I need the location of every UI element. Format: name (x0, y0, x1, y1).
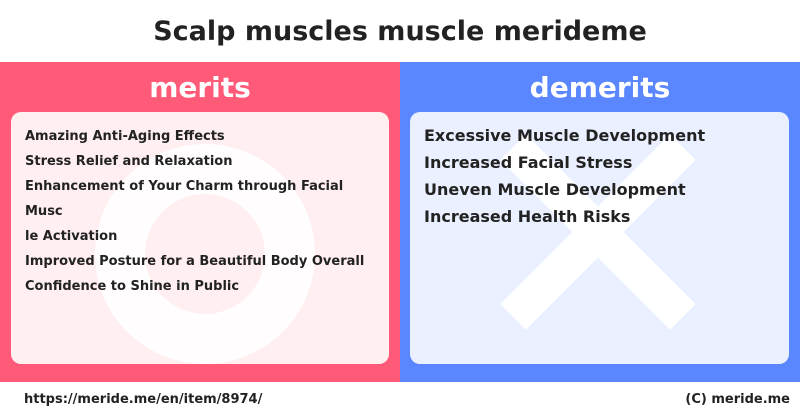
demerits-header: demerits (529, 70, 671, 104)
demerits-panel: demerits Excessive Muscle Development In… (400, 62, 800, 382)
demerits-card: Excessive Muscle Development Increased F… (410, 112, 789, 364)
copyright: (C) meride.me (685, 392, 790, 407)
merits-item: Confidence to Shine in Public (25, 279, 240, 294)
merits-item: Stress Relief and Relaxation (25, 154, 233, 169)
merits-item: Improved Posture for a Beautiful Body Ov… (25, 254, 365, 269)
page-title: Scalp muscles muscle merideme (153, 15, 647, 47)
merits-list: Amazing Anti-Aging Effects Stress Relief… (25, 124, 379, 299)
demerits-item: Increased Facial Stress (424, 153, 633, 172)
demerits-item: Excessive Muscle Development (424, 126, 706, 145)
merits-item: Amazing Anti-Aging Effects (25, 129, 225, 144)
merits-item: Enhancement of Your Charm through Facial… (25, 179, 344, 219)
merits-header: merits (149, 70, 251, 104)
demerits-item: Increased Health Risks (424, 207, 631, 226)
merits-card: Amazing Anti-Aging Effects Stress Relief… (11, 112, 389, 364)
merits-item: le Activation (25, 229, 118, 244)
source-url[interactable]: https://meride.me/en/item/8974/ (24, 392, 263, 407)
merits-panel: merits Amazing Anti-Aging Effects Stress… (0, 62, 400, 382)
footer: https://meride.me/en/item/8974/ (C) meri… (0, 382, 800, 418)
demerits-item: Uneven Muscle Development (424, 180, 686, 199)
demerits-list: Excessive Muscle Development Increased F… (424, 122, 779, 230)
